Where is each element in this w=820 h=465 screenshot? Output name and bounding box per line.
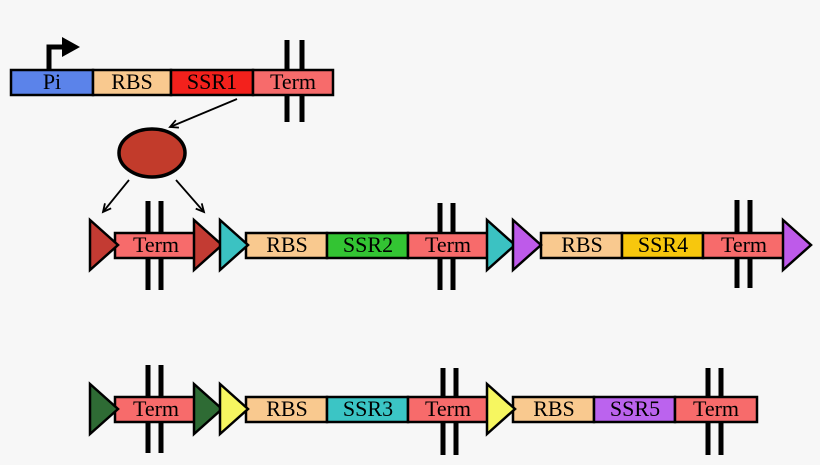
middle-cassette-row: Term RBS SSR2 Term RBS SSR4 Term (88, 200, 813, 290)
rbs-box (539, 231, 624, 260)
rbs-label: RBS (561, 232, 603, 257)
ssr4-gene-label: SSR4 (638, 232, 688, 257)
ssr2-gene-label: SSR2 (343, 232, 393, 257)
promoter-arrowhead-icon (62, 37, 80, 57)
bottom-cassette-row: Term RBS SSR3 Term RBS SSR5 Term (88, 365, 759, 455)
rbs-label: RBS (266, 396, 308, 421)
rbs-label: RBS (266, 232, 308, 257)
ssr1-protein-group (101, 98, 238, 214)
terminator-label: Term (693, 396, 739, 421)
promoter-box (9, 68, 95, 97)
recombination-site-purple (781, 217, 813, 273)
rbs-label: RBS (111, 69, 153, 94)
expression-arrow (168, 98, 238, 129)
terminator-label: Term (270, 69, 316, 94)
terminator-box (251, 68, 335, 97)
rbs-label: RBS (533, 396, 575, 421)
terminator-box (701, 231, 786, 260)
terminator-label: Term (721, 232, 767, 257)
terminator-label: Term (425, 396, 471, 421)
ssr1-gene-label: SSR1 (187, 69, 237, 94)
recombination-site-cyan (485, 217, 517, 273)
ssr1-gene-box (169, 68, 255, 97)
ssr2-gene-box (325, 231, 410, 260)
ssr3-gene-label: SSR3 (343, 396, 393, 421)
terminator-label: Term (425, 232, 471, 257)
promoter-arrow-icon (46, 44, 64, 71)
recombination-site-purple (511, 217, 543, 273)
ssr1-protein-ellipse (117, 127, 187, 179)
action-arrow-left (101, 179, 130, 214)
terminator-label: Term (133, 232, 179, 257)
rbs-box (244, 395, 329, 424)
recombination-site-red (88, 217, 120, 273)
recombination-site-yellow (485, 381, 517, 437)
terminator-box (406, 231, 490, 260)
input-construct: Pi RBS SSR1 Term (9, 37, 335, 122)
recombination-site-green (192, 381, 224, 437)
promoter-label: Pi (43, 69, 61, 94)
recombination-site-green (88, 381, 120, 437)
terminator-box (673, 395, 759, 424)
recombination-site-yellow (218, 381, 250, 437)
action-arrow-right (175, 179, 206, 214)
rbs-box (244, 231, 329, 260)
terminator-label: Term (133, 396, 179, 421)
recombination-site-red (192, 217, 224, 273)
recombination-site-cyan (218, 217, 250, 273)
ssr5-gene-label: SSR5 (610, 396, 660, 421)
ssr5-gene-box (592, 395, 677, 424)
